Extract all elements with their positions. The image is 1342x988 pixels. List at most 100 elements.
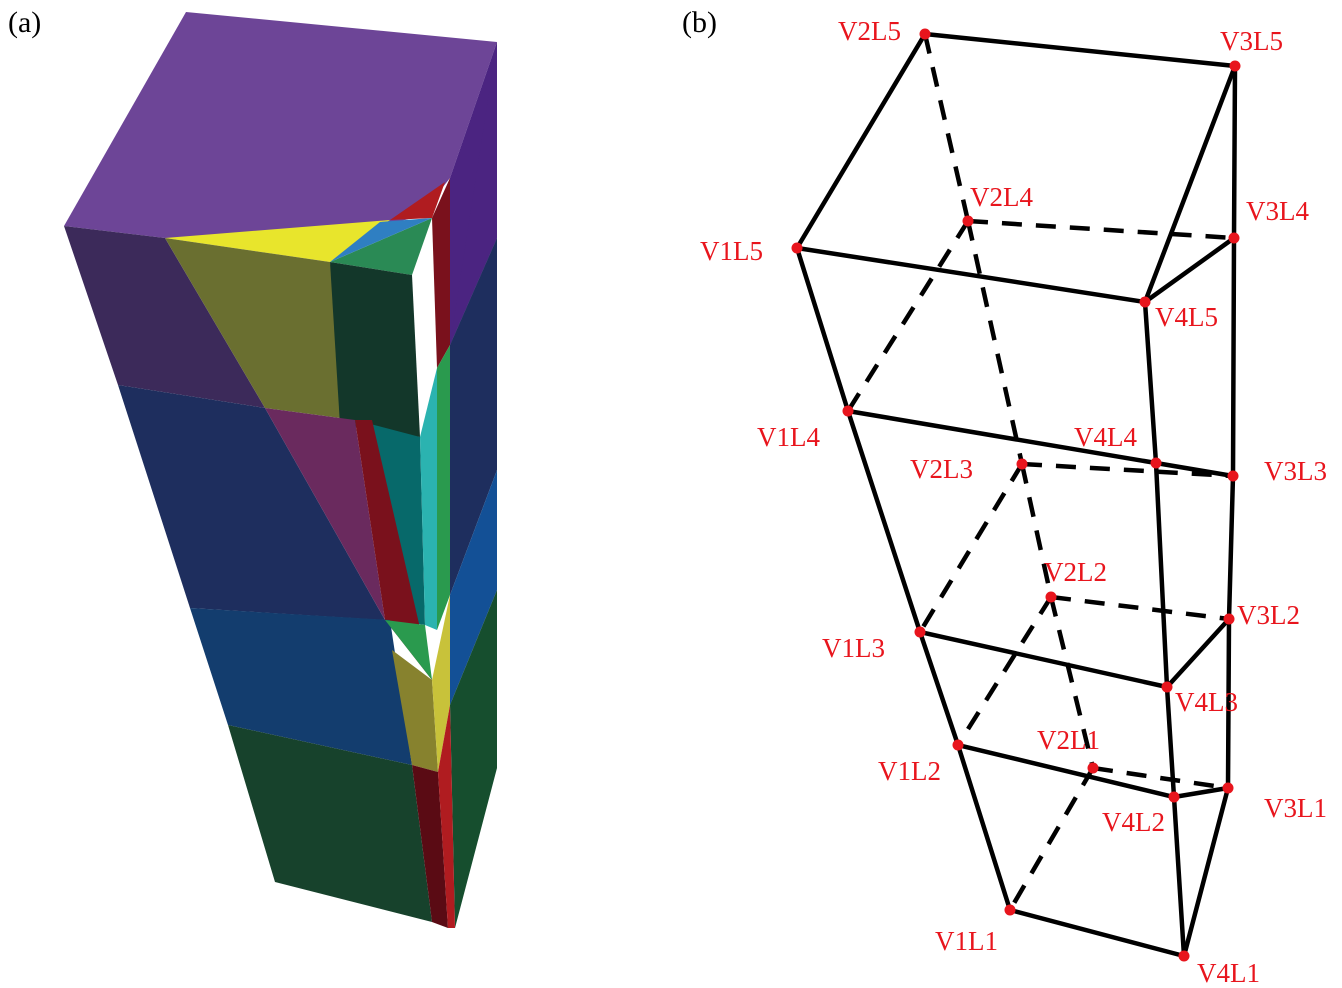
right-face-layer4	[450, 42, 497, 345]
vertex-label-V3L3: V3L3	[1264, 456, 1327, 486]
edge-V3L2-V4L3	[1164, 616, 1232, 690]
vertex-V4L4	[1150, 457, 1162, 469]
edge-V3L2-V3L1	[1225, 616, 1232, 791]
hidden-edge-V2L3-V2L2	[1019, 463, 1054, 598]
edge-V3L3-V4L4	[1153, 460, 1236, 479]
front-layer1	[228, 725, 432, 922]
edge-V1L5-V2L5	[794, 31, 928, 251]
vertex-label-V2L1: V2L1	[1037, 725, 1100, 755]
cyan-strip	[420, 368, 437, 630]
hidden-edge-V2L2-V2L1	[1048, 596, 1096, 769]
red-bottom-sliver	[412, 765, 448, 928]
vertex-V2L3	[1016, 458, 1028, 470]
vertex-label-V1L3: V1L3	[822, 633, 885, 663]
vertex-label-V1L1: V1L1	[935, 926, 998, 956]
hidden-edge-V2L3-V1L3	[918, 462, 1024, 634]
vertex-V1L2	[952, 739, 964, 751]
edge-V3L4-V4L5	[1142, 235, 1237, 305]
right-face-navy	[450, 238, 497, 595]
red-sliver-upper	[432, 178, 450, 368]
front-layer5-left	[64, 226, 265, 408]
edge-V3L1-V4L1	[1181, 785, 1231, 959]
panel-a-label: (a)	[8, 6, 41, 39]
red-tip	[390, 182, 445, 220]
edge-V1L4-V1L3	[845, 408, 923, 635]
vertex-V3L4	[1228, 232, 1240, 244]
edge-V4L4-V4L3	[1153, 460, 1170, 690]
yellow-lower-strip	[432, 595, 450, 772]
edge-V3L5-V3L4	[1231, 63, 1238, 241]
front-layer3	[190, 608, 412, 765]
edge-V1L1-V4L1	[1007, 907, 1187, 959]
edge-V1L5-V1L4	[794, 245, 851, 414]
red-bottom-edge	[438, 705, 455, 928]
vertex-V4L5	[1139, 296, 1151, 308]
edge-V3L1-V4L2	[1171, 785, 1231, 800]
panel-b-label: (b)	[682, 6, 717, 39]
vertex-V3L5	[1229, 60, 1241, 72]
visible-edges	[794, 31, 1238, 959]
hidden-edge-V2L1-V1L1	[1008, 766, 1095, 912]
green-top-facet	[330, 218, 432, 275]
green-strip	[437, 345, 450, 630]
edge-V4L3-V4L2	[1164, 684, 1177, 800]
vertex-labels: V1L1V1L2V1L3V1L4V1L5V2L1V2L2V2L3V2L4V2L5…	[700, 16, 1327, 988]
vertex-label-V4L4: V4L4	[1074, 422, 1137, 452]
edge-V4L2-V4L1	[1171, 794, 1187, 959]
hidden-edge-V2L4-V1L4	[846, 219, 970, 413]
darkgreen-front-upper	[330, 262, 420, 437]
panel-b-wireframe: V1L1V1L2V1L3V1L4V1L5V2L1V2L2V2L3V2L4V2L5…	[700, 16, 1327, 988]
hidden-edge-V2L2-V1L2	[956, 595, 1053, 747]
vertex-markers	[791, 28, 1241, 962]
edge-V3L3-V3L2	[1226, 473, 1236, 622]
vertex-label-V2L5: V2L5	[838, 16, 901, 46]
olive-lower-facet	[392, 650, 438, 772]
vertex-V1L1	[1004, 904, 1016, 916]
hidden-edges	[846, 33, 1235, 912]
edge-V1L3-V4L3	[917, 629, 1170, 690]
right-face-blue	[450, 470, 497, 705]
panel-a-column	[64, 12, 497, 928]
vertex-label-V2L4: V2L4	[970, 182, 1033, 212]
vertex-label-V1L5: V1L5	[700, 236, 763, 266]
vertex-label-V4L2: V4L2	[1102, 807, 1165, 837]
green-mini-facet	[385, 620, 432, 680]
vertex-V1L3	[914, 626, 926, 638]
vertex-V4L1	[1178, 950, 1190, 962]
vertex-label-V3L2: V3L2	[1237, 600, 1300, 630]
vertex-label-V3L4: V3L4	[1246, 196, 1309, 226]
edge-V4L5-V1L5	[794, 245, 1148, 305]
vertex-label-V4L1: V4L1	[1197, 958, 1260, 988]
top-face	[64, 12, 497, 240]
red-long-sliver	[355, 420, 432, 680]
vertex-V4L2	[1168, 791, 1180, 803]
hidden-edge-V2L4-V3L4	[967, 218, 1235, 241]
vertex-V2L4	[962, 215, 974, 227]
hidden-edge-V2L5-V2L4	[922, 33, 971, 222]
edge-V1L3-V1L2	[917, 629, 961, 748]
front-layer4	[118, 385, 385, 620]
vertex-V1L5	[791, 242, 803, 254]
edge-V1L4-V4L4	[845, 408, 1159, 466]
vertex-V3L1	[1222, 782, 1234, 794]
vertex-V2L2	[1045, 591, 1057, 603]
hidden-edge-V2L3-V3L3	[1021, 461, 1234, 479]
vertex-label-V3L5: V3L5	[1220, 26, 1283, 56]
cyan-tip	[330, 218, 432, 262]
vertex-V3L3	[1227, 470, 1239, 482]
yellow-top-facet	[165, 220, 390, 262]
magenta-facet	[265, 408, 385, 620]
vertex-V2L5	[919, 28, 931, 40]
vertex-label-V2L3: V2L3	[910, 454, 973, 484]
right-face-green	[450, 590, 497, 928]
vertex-V3L2	[1223, 613, 1235, 625]
olive-facet	[165, 238, 355, 420]
edge-V1L2-V4L2	[955, 742, 1177, 800]
edge-V3L5-V4L5	[1142, 63, 1238, 305]
vertex-label-V1L2: V1L2	[878, 756, 941, 786]
vertex-label-V4L5: V4L5	[1155, 302, 1218, 332]
edge-V1L2-V1L1	[955, 742, 1013, 913]
vertex-label-V2L2: V2L2	[1044, 557, 1107, 587]
